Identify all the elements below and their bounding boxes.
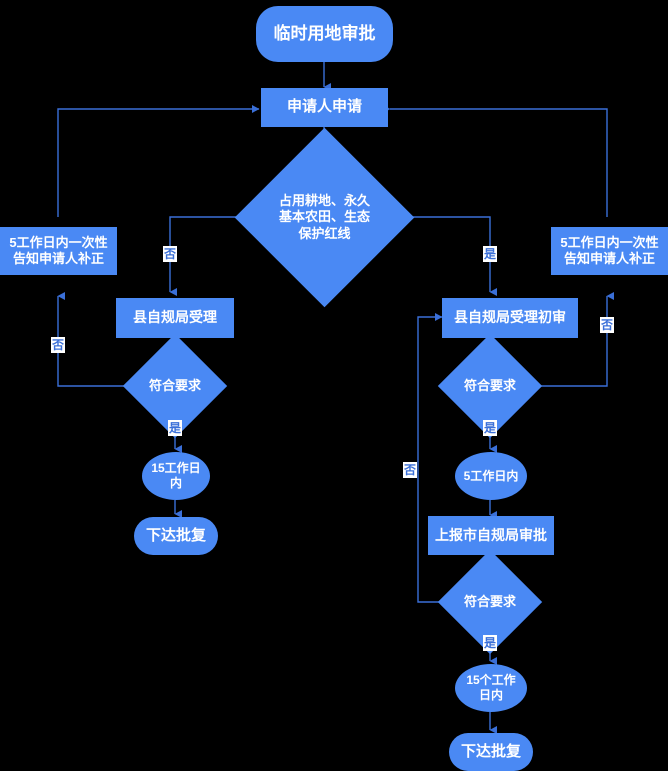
edge-label-no-left-check: 否 — [51, 337, 66, 353]
node-city-check-label: 符合要求 — [463, 593, 516, 609]
edge-label-yes-right-check: 是 — [483, 420, 498, 436]
node-decision-landuse[interactable]: 占用耕地、永久 基本农田、生态 保护红线 — [234, 127, 415, 308]
node-start[interactable]: 临时用地审批 — [256, 6, 393, 62]
node-county-check-right-label: 符合要求 — [463, 377, 516, 393]
node-days15-right[interactable]: 15个工作 日内 — [455, 664, 527, 712]
node-approve-left[interactable]: 下达批复 — [134, 517, 218, 555]
node-decision-landuse-label: 占用耕地、永久 基本农田、生态 保护红线 — [278, 193, 370, 241]
node-days15-left[interactable]: 15工作日 内 — [142, 452, 210, 500]
edge-label-no-city-check: 否 — [403, 462, 418, 478]
node-county-check[interactable]: 符合要求 — [122, 333, 228, 439]
edge-label-no-left-branch: 否 — [163, 246, 178, 262]
node-county-accept[interactable]: 县自规局受理 — [116, 298, 234, 338]
node-approve-right[interactable]: 下达批复 — [449, 733, 533, 771]
node-days5-right[interactable]: 5工作日内 — [455, 452, 527, 500]
node-notify-right[interactable]: 5工作日内一次性 告知申请人补正 — [551, 227, 668, 275]
edge-label-yes-city-check: 是 — [483, 635, 498, 651]
edge-label-yes-left-check: 是 — [168, 420, 183, 436]
edge-label-no-right-check: 否 — [600, 317, 615, 333]
node-county-check-label: 符合要求 — [148, 377, 201, 393]
node-notify-left[interactable]: 5工作日内一次性 告知申请人补正 — [0, 227, 117, 275]
node-report-city[interactable]: 上报市自规局审批 — [428, 516, 554, 555]
node-city-check[interactable]: 符合要求 — [437, 549, 543, 655]
node-county-check-right[interactable]: 符合要求 — [437, 333, 543, 439]
node-county-accept-first[interactable]: 县自规局受理初审 — [442, 298, 578, 338]
node-applicant-apply[interactable]: 申请人申请 — [261, 88, 388, 127]
edge-label-yes-right-branch: 是 — [483, 246, 498, 262]
